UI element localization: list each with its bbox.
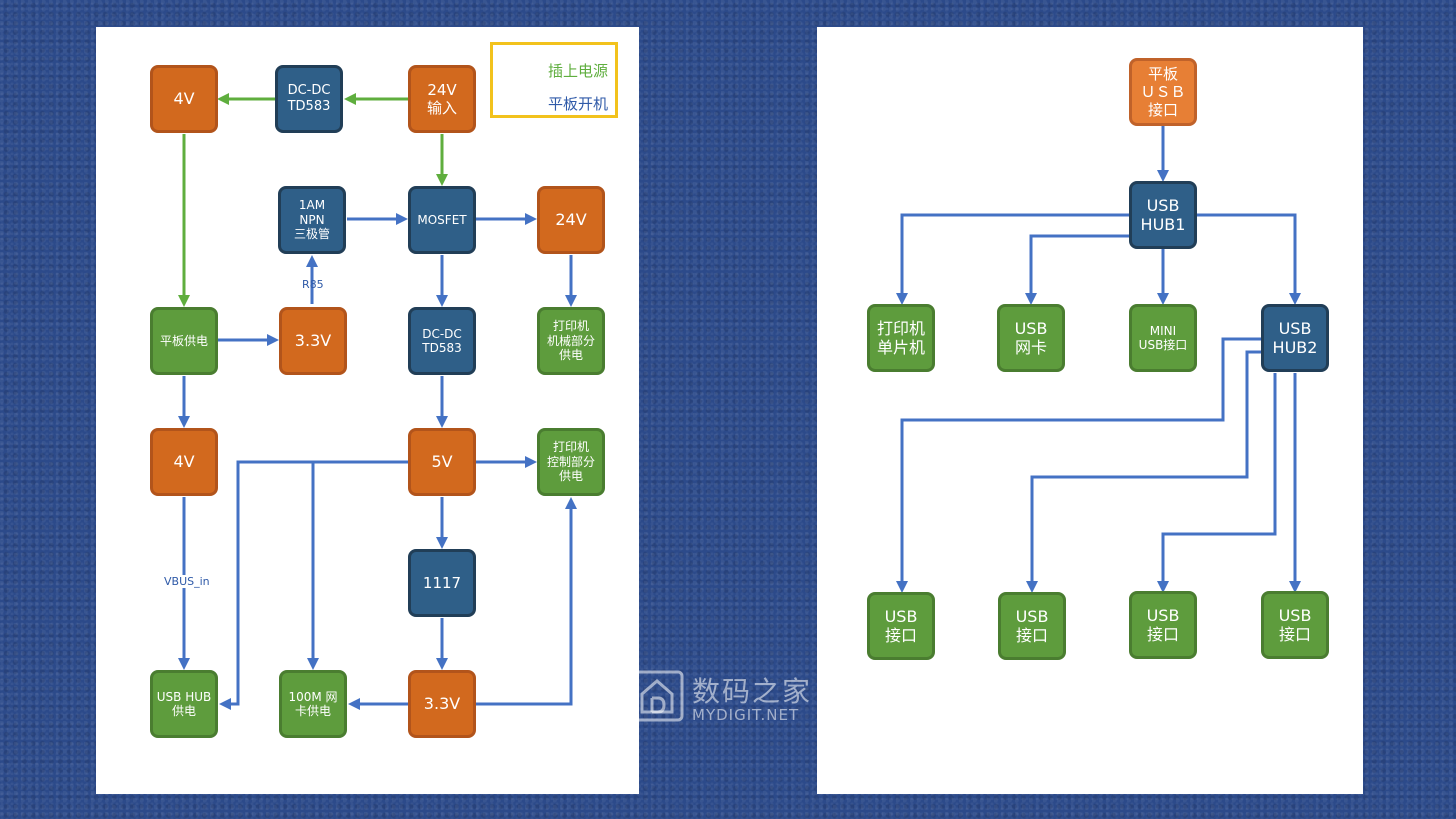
- node-usb-hub-supply: USB HUB 供电: [150, 670, 218, 738]
- node-24v-out: 24V: [537, 186, 605, 254]
- node-dcdc-mid: DC-DC TD583: [408, 307, 476, 375]
- legend-blue-label: 平板开机: [548, 95, 609, 113]
- node-npn-transistor: 1AM NPN 三极管: [278, 186, 346, 254]
- watermark: 数码之家 MYDIGIT.NET: [630, 668, 830, 724]
- node-dcdc-top: DC-DC TD583: [275, 65, 343, 133]
- node-printer-mech-supply: 打印机 机械部分 供电: [537, 307, 605, 375]
- power-diagram-panel: 插上电源 平板开机 4V DC-DC TD583 24V 输入 1AM NPN …: [96, 27, 639, 794]
- node-5v: 5V: [408, 428, 476, 496]
- watermark-en-text: MYDIGIT.NET: [692, 706, 800, 724]
- wire-hub1-netcard: [1025, 234, 1130, 305]
- legend: 插上电源 平板开机: [490, 42, 618, 118]
- wire-33v-ctrl: [476, 497, 577, 706]
- node-usb-hub2: USB HUB2: [1261, 304, 1329, 372]
- wire-hub2-port1: [896, 337, 1261, 593]
- node-usb-net-card: USB 网卡: [997, 304, 1065, 372]
- node-mini-usb-port: MINI USB接口: [1129, 304, 1197, 372]
- node-4v-top: 4V: [150, 65, 218, 133]
- node-net-card-supply: 100M 网 卡供电: [279, 670, 347, 738]
- wire-hub2-port2: [1026, 350, 1261, 593]
- node-usb-port-3: USB 接口: [1129, 591, 1197, 659]
- label-vbus-in: VBUS_in: [162, 575, 212, 588]
- node-printer-mcu: 打印机 单片机: [867, 304, 935, 372]
- node-usb-port-2: USB 接口: [998, 592, 1066, 660]
- legend-green-label: 插上电源: [548, 62, 609, 80]
- usb-connectors: [896, 126, 1301, 593]
- node-24v-input: 24V 输入: [408, 65, 476, 133]
- node-tablet-usb-port: 平板 ＵＳＢ 接口: [1129, 58, 1197, 126]
- wire-hub2-port3: [1157, 373, 1277, 593]
- node-3v3-mid: 3.3V: [279, 307, 347, 375]
- wire-5v-usbhub: [219, 460, 408, 710]
- node-4v-mid: 4V: [150, 428, 218, 496]
- node-usb-port-4: USB 接口: [1261, 591, 1329, 659]
- node-1117-regulator: 1117: [408, 549, 476, 617]
- wire-hub1-mcu: [896, 213, 1130, 305]
- watermark-cn-text: 数码之家: [692, 675, 813, 708]
- node-tablet-supply: 平板供电: [150, 307, 218, 375]
- wire-hub1-hub2: [1197, 213, 1301, 305]
- usb-diagram-panel: 平板 ＵＳＢ 接口 USB HUB1 打印机 单片机 USB 网卡 MINI U…: [817, 27, 1363, 794]
- watermark-logo-icon: [630, 670, 684, 722]
- node-3v3-bottom: 3.3V: [408, 670, 476, 738]
- node-mosfet: MOSFET: [408, 186, 476, 254]
- label-r85: R85: [302, 278, 324, 291]
- node-printer-ctrl-supply: 打印机 控制部分 供电: [537, 428, 605, 496]
- node-usb-port-1: USB 接口: [867, 592, 935, 660]
- node-usb-hub1: USB HUB1: [1129, 181, 1197, 249]
